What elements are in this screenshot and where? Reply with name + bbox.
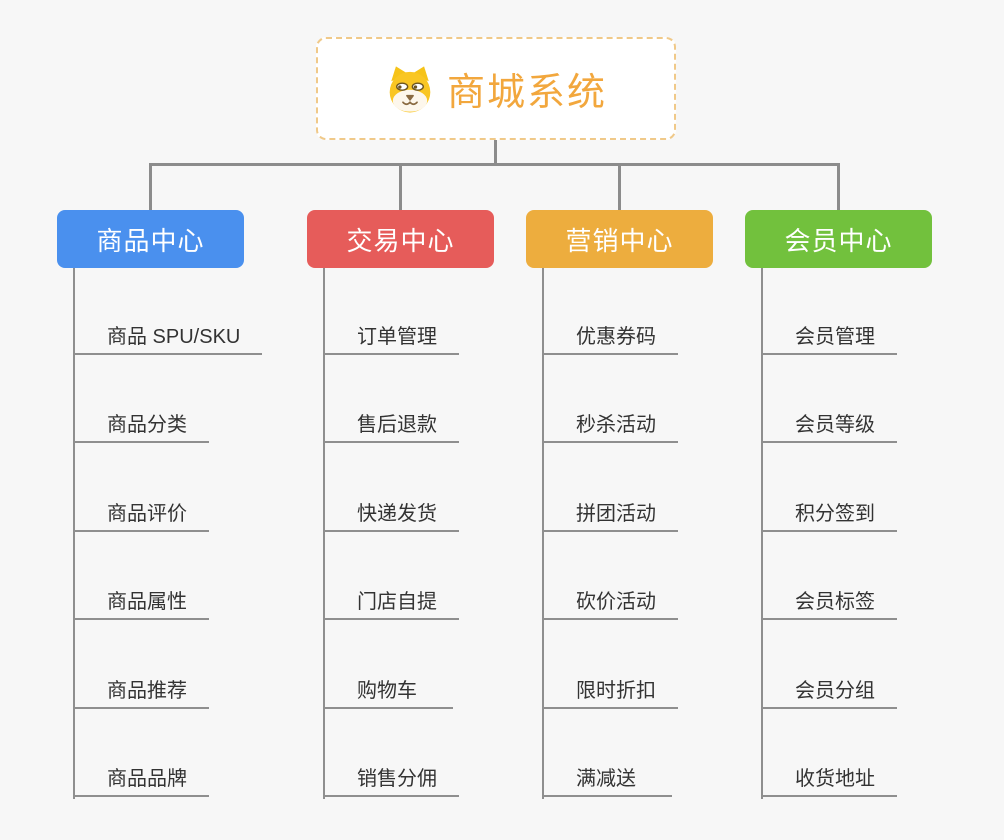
subtopic-item[interactable]: 商品品牌 [73, 759, 209, 797]
branch-header-product-center[interactable]: 商品中心 [57, 210, 244, 268]
subtopic-item[interactable]: 会员管理 [761, 317, 897, 355]
subtopic-item[interactable]: 拼团活动 [542, 494, 678, 532]
subtopic-item[interactable]: 商品分类 [73, 405, 209, 443]
dog-icon [389, 65, 431, 112]
subtopic-item[interactable]: 商品推荐 [73, 671, 209, 709]
connector-drop-member-center [837, 163, 840, 211]
branch-header-marketing-center[interactable]: 营销中心 [526, 210, 713, 268]
branch-header-member-center[interactable]: 会员中心 [745, 210, 932, 268]
branch-label: 交易中心 [346, 225, 455, 256]
root-title: 商城系统 [446, 72, 607, 114]
subtopic-item[interactable]: 满减送 [542, 759, 672, 797]
connector-root-stub [494, 140, 497, 164]
branch-column-trade-center: 订单管理 售后退款 快递发货 门店自提 购物车 销售分佣 [323, 268, 553, 799]
subtopic-item[interactable]: 会员标签 [761, 582, 897, 620]
subtopic-item[interactable]: 优惠券码 [542, 317, 678, 355]
subtopic-item[interactable]: 会员等级 [761, 405, 897, 443]
subtopic-item[interactable]: 砍价活动 [542, 582, 678, 620]
connector-bus-line [149, 163, 840, 166]
root-topic[interactable]: 商城系统 [316, 37, 676, 140]
subtopic-item[interactable]: 会员分组 [761, 671, 897, 709]
connector-drop-product-center [149, 163, 152, 211]
branch-label: 营销中心 [565, 225, 674, 256]
subtopic-item[interactable]: 订单管理 [323, 317, 459, 355]
branch-header-trade-center[interactable]: 交易中心 [307, 210, 494, 268]
subtopic-item[interactable]: 购物车 [323, 671, 453, 709]
subtopic-item[interactable]: 快递发货 [323, 494, 459, 532]
branch-column-member-center: 会员管理 会员等级 积分签到 会员标签 会员分组 收货地址 [761, 268, 991, 799]
subtopic-item[interactable]: 商品 SPU/SKU [73, 317, 263, 355]
branch-column-marketing-center: 优惠券码 秒杀活动 拼团活动 砍价活动 限时折扣 满减送 [542, 268, 772, 799]
subtopic-item[interactable]: 商品评价 [73, 494, 209, 532]
branch-label: 商品中心 [96, 225, 205, 256]
subtopic-item[interactable]: 限时折扣 [542, 671, 678, 709]
subtopic-item[interactable]: 秒杀活动 [542, 405, 678, 443]
subtopic-item[interactable]: 收货地址 [761, 759, 897, 797]
branch-label: 会员中心 [784, 225, 893, 256]
branch-column-product-center: 商品 SPU/SKU 商品分类 商品评价 商品属性 商品推荐 商品品牌 [73, 268, 303, 799]
connector-drop-trade-center [399, 163, 402, 211]
subtopic-item[interactable]: 积分签到 [761, 494, 897, 532]
subtopic-item[interactable]: 门店自提 [323, 582, 459, 620]
connector-drop-marketing-center [618, 163, 621, 211]
subtopic-item[interactable]: 商品属性 [73, 582, 209, 620]
subtopic-item[interactable]: 售后退款 [323, 405, 459, 443]
subtopic-item[interactable]: 销售分佣 [323, 759, 459, 797]
